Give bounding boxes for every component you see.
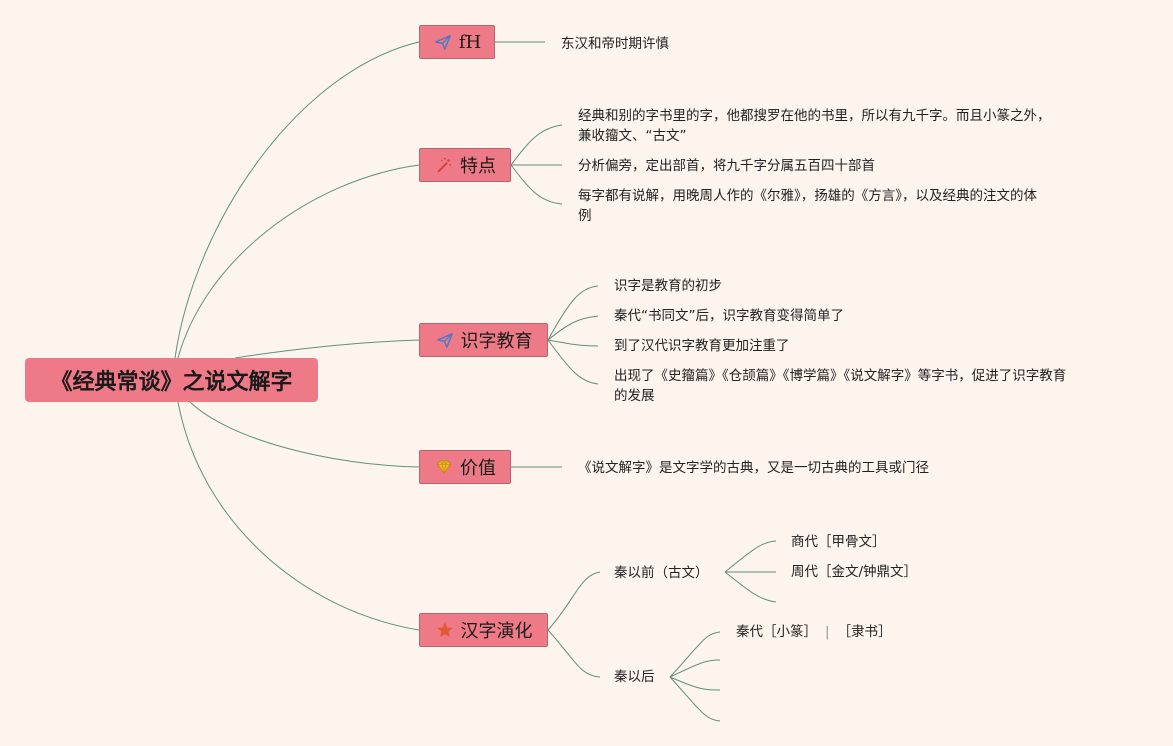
edge-evolution-before bbox=[547, 571, 601, 631]
diamond-icon bbox=[434, 457, 454, 477]
edge-education-leaf-3 bbox=[547, 339, 599, 347]
edge-root-author bbox=[174, 41, 420, 359]
branch-features-label: 特点 bbox=[460, 156, 496, 177]
branch-features[interactable]: 特点 bbox=[419, 148, 511, 182]
branch-author-label: fH bbox=[458, 31, 482, 53]
features-leaf-3: 每字都有说解，用晚周人作的《尔雅》，扬雄的《方言》，以及经典的注文的体 例 bbox=[578, 186, 1037, 226]
edge-education-leaf-1 bbox=[547, 285, 599, 341]
branch-author[interactable]: fH bbox=[419, 25, 495, 59]
zhou-script: 周代［金文/钟鼎文］ bbox=[791, 564, 918, 580]
education-leaf-4: 出现了《史籀篇》《仓颉篇》《博学篇》《说文解字》等字书，促进了识字教育 的发展 bbox=[614, 366, 1066, 406]
edge-after-empty-3 bbox=[669, 676, 721, 722]
education-leaf-2: 秦代“书同文”后，识字教育变得简单了 bbox=[614, 308, 844, 324]
paper-plane-icon bbox=[433, 32, 453, 52]
features-leaf-1-line-2: 兼收籀文、“古文” bbox=[578, 128, 687, 144]
features-leaf-1: 经典和别的字书里的字，他都搜罗在他的书里，所以有九千字。而且小篆之外， 兼收籀文… bbox=[578, 106, 1051, 146]
education-leaf-4-line-2: 的发展 bbox=[614, 388, 655, 404]
root-node[interactable]: 《经典常谈》之说文解字 bbox=[25, 358, 318, 402]
edge-education-leaf-2 bbox=[547, 315, 599, 341]
edge-after-empty-1 bbox=[669, 659, 721, 678]
paper-plane-icon bbox=[435, 330, 455, 350]
after-qin-node: 秦以后 bbox=[614, 669, 655, 685]
edge-root-value bbox=[189, 401, 420, 468]
edge-features-leaf-3 bbox=[510, 164, 563, 205]
branch-evolution[interactable]: 汉字演化 bbox=[419, 613, 548, 647]
branch-evolution-label: 汉字演化 bbox=[460, 621, 533, 642]
edge-root-features bbox=[177, 164, 420, 359]
edge-evolution-after bbox=[547, 629, 601, 678]
value-leaf: 《说文解字》是文字学的古典，又是一切古典的工具或门径 bbox=[578, 460, 929, 476]
education-leaf-3: 到了汉代识字教育更加注重了 bbox=[614, 338, 790, 354]
branch-value-label: 价值 bbox=[460, 458, 496, 479]
qin-scripts: 秦代［小篆］ | ［隶书］ bbox=[736, 622, 892, 642]
features-leaf-1-line-1: 经典和别的字书里的字，他都搜罗在他的书里，所以有九千字。而且小篆之外， bbox=[578, 108, 1051, 124]
edge-before-shang bbox=[724, 540, 777, 573]
magic-wand-icon bbox=[434, 155, 454, 175]
edge-root-evolution bbox=[177, 401, 420, 631]
branch-education-label: 识字教育 bbox=[460, 331, 533, 352]
education-leaf-1: 识字是教育的初步 bbox=[614, 278, 722, 294]
edge-after-qin bbox=[669, 631, 721, 678]
features-leaf-3-line-2: 例 bbox=[578, 208, 592, 224]
clerical-script: ［隶书］ bbox=[837, 624, 892, 640]
edge-features-leaf-1 bbox=[510, 124, 563, 166]
root-label: 《经典常谈》之说文解字 bbox=[50, 370, 293, 395]
edge-after-empty-2 bbox=[669, 676, 721, 691]
edge-before-empty bbox=[724, 571, 777, 603]
edge-root-education bbox=[234, 339, 420, 359]
features-leaf-2: 分析偏旁，定出部首，将九千字分属五百四十部首 bbox=[578, 158, 875, 174]
branch-education[interactable]: 识字教育 bbox=[419, 323, 548, 357]
features-leaf-3-line-1: 每字都有说解，用晚周人作的《尔雅》，扬雄的《方言》，以及经典的注文的体 bbox=[578, 188, 1037, 204]
edge-education-leaf-4 bbox=[547, 339, 599, 385]
star-icon bbox=[435, 620, 455, 640]
branch-value[interactable]: 价值 bbox=[419, 450, 511, 484]
education-leaf-4-line-1: 出现了《史籀篇》《仓颉篇》《博学篇》《说文解字》等字书，促进了识字教育 bbox=[614, 368, 1067, 384]
author-leaf: 东汉和帝时期许慎 bbox=[561, 36, 669, 52]
shang-script: 商代［甲骨文］ bbox=[791, 534, 886, 550]
separator: | bbox=[825, 624, 830, 640]
qin-small-seal: 秦代［小篆］ bbox=[736, 624, 817, 640]
before-qin-node: 秦以前（古文） bbox=[614, 565, 709, 581]
